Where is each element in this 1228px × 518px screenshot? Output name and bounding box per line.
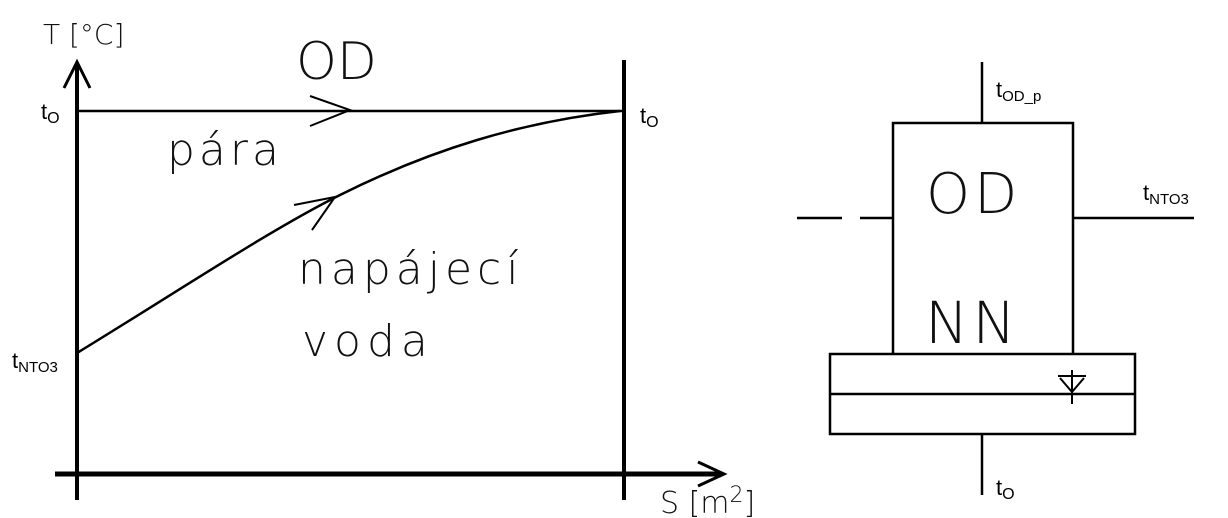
feedwater-flow-arrow	[293, 195, 338, 231]
y-axis-arrowhead	[62, 58, 92, 89]
steam-label: pára	[167, 125, 283, 176]
tnto3-left-label: tNTO3	[12, 348, 58, 376]
tnto3-right-label: tNTO3	[1143, 180, 1189, 208]
feedwater-label-line2: voda	[302, 316, 434, 367]
tod-p-label: tOD_p	[996, 77, 1041, 105]
feedwater-label-line1: napájecí	[298, 244, 523, 295]
water-level-icon	[1058, 370, 1086, 404]
t0-right-label: tO	[640, 103, 659, 131]
t0-bottom-label: tO	[996, 475, 1015, 503]
y-axis-label: T [°C]	[43, 18, 124, 51]
steam-flow-arrow	[309, 95, 353, 127]
heater-schematic: OD NN tOD_p tNTO3 tO	[797, 62, 1194, 503]
ts-diagram: T [°C] S [m2] OD pára napájecí voda tO t…	[12, 18, 755, 518]
t0-left-label: tO	[41, 99, 60, 127]
upper-chamber-outline	[891, 121, 1075, 354]
schematic-label-nn: NN	[925, 289, 1020, 357]
feedwater-curve	[76, 109, 621, 355]
x-axis-arrowhead	[697, 460, 728, 488]
schematic-label-od: OD	[926, 162, 1021, 227]
diagram-title: OD	[296, 32, 377, 92]
x-axis-label: S [m2]	[660, 483, 755, 518]
